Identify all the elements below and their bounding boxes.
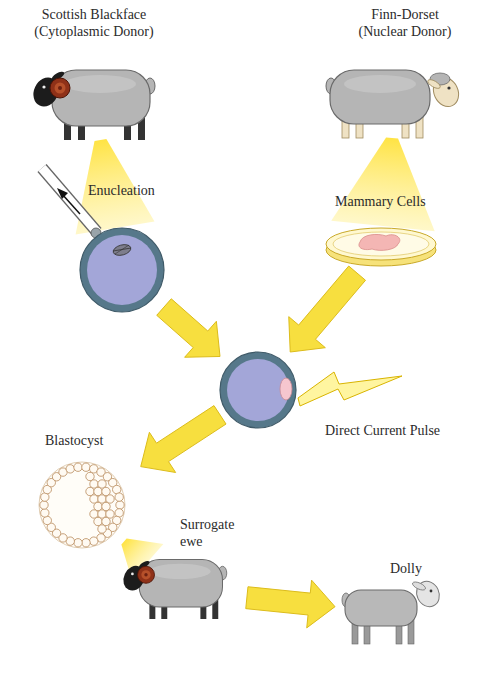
blastocyst-cell <box>115 509 123 517</box>
egg-cell: Enucleation <box>80 228 164 312</box>
blastocyst-cell <box>86 487 94 495</box>
blastocyst-cell <box>113 485 121 493</box>
blastocyst-cell <box>98 480 106 488</box>
blastocyst-outline <box>39 462 125 548</box>
scottish-blackface-sheep <box>29 70 155 140</box>
node-label: Surrogate ewe <box>180 516 255 550</box>
node-label: Finn-Dorset (Nuclear Donor) <box>350 6 460 40</box>
finn-dorset-sheep <box>326 70 463 138</box>
cell-culture: Mammary Cells <box>325 226 437 264</box>
oocyte <box>80 228 164 312</box>
node-label: Scottish Blackface (Cytoplasmic Donor) <box>24 6 164 40</box>
blastocyst-cell <box>94 487 102 495</box>
blastocyst-cell <box>41 493 49 501</box>
blastocyst-cell <box>98 525 106 533</box>
process-arrow <box>289 266 366 352</box>
blastocyst-cell <box>98 495 106 503</box>
fused-egg <box>220 352 296 428</box>
donor-nucleus <box>280 378 292 400</box>
fused-egg-cell: Direct Current Pulse <box>220 352 296 428</box>
blastocyst-cell <box>102 517 110 525</box>
blastocyst-cell <box>94 517 102 525</box>
blastocyst-cell <box>41 509 49 517</box>
culture-dish <box>326 228 436 266</box>
node-label: Enucleation <box>88 182 155 199</box>
blastocyst-cell <box>43 516 51 524</box>
direction-arrow-head <box>57 188 68 199</box>
blastocyst-cell <box>74 539 82 547</box>
blastocyst-cell <box>90 510 98 518</box>
blastocyst-cell <box>106 495 114 503</box>
blastocyst-cell <box>94 502 102 510</box>
blastocyst-cell <box>90 537 98 545</box>
embryo: Blastocyst <box>40 463 124 547</box>
blastocyst-cell <box>86 472 94 480</box>
node-label: Blastocyst <box>45 432 103 449</box>
direction-arrow-line <box>62 194 80 214</box>
blastocyst-cell <box>74 463 82 471</box>
node-label: Dolly <box>390 560 422 577</box>
surrogate-sheep: Surrogate ewe <box>140 562 222 620</box>
mammary-cells <box>359 234 400 250</box>
node-label: Direct Current Pulse <box>325 422 440 439</box>
blastocyst-cell <box>82 463 90 471</box>
enucleation-pipette <box>42 168 101 238</box>
pipette-tube <box>42 168 97 232</box>
blastocyst-cell <box>98 510 106 518</box>
surrogate-ewe-sheep <box>119 559 226 619</box>
light-beam <box>331 137 434 231</box>
blastocyst-cell <box>40 501 48 509</box>
cloned-lamb: Dolly <box>340 580 445 645</box>
blastocyst-cell <box>82 539 90 547</box>
donor-sheep: Finn-Dorset (Nuclear Donor) <box>330 62 462 138</box>
dolly-lamb <box>342 578 443 644</box>
blastocyst-cell <box>90 480 98 488</box>
blastocyst-cell <box>102 502 110 510</box>
donor-sheep: Scottish Blackface (Cytoplasmic Donor) <box>38 62 150 140</box>
pipette-outline <box>42 168 97 232</box>
blastocyst-cell <box>102 487 110 495</box>
lightning-bolt <box>298 372 402 406</box>
process-arrow <box>246 580 335 628</box>
blastocyst-cell <box>106 510 114 518</box>
process-arrow <box>157 299 220 357</box>
blastocyst <box>39 462 125 548</box>
node-label: Mammary Cells <box>335 193 426 210</box>
blastocyst-cell <box>66 465 74 473</box>
blastocyst-cell <box>90 495 98 503</box>
blastocyst-cell <box>116 501 124 509</box>
process-arrow <box>141 406 226 473</box>
blastocyst-cell <box>115 493 123 501</box>
